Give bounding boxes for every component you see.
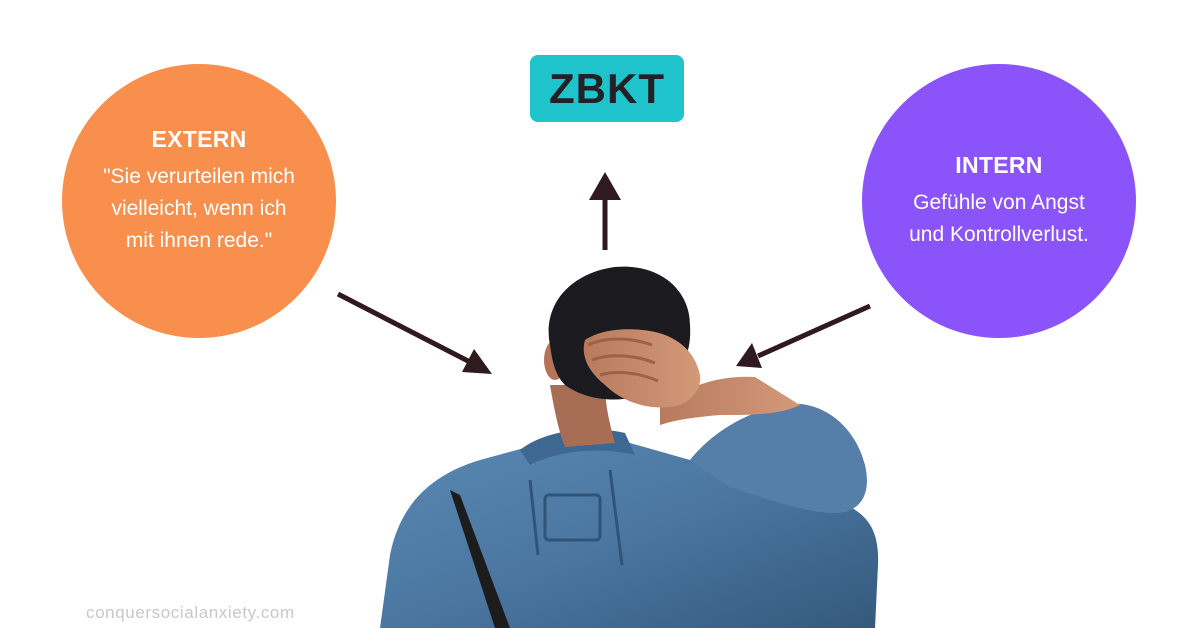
person-photo <box>360 265 900 628</box>
arrow-up <box>589 172 621 250</box>
watermark-text: conquersocialanxiety.com <box>86 603 295 623</box>
